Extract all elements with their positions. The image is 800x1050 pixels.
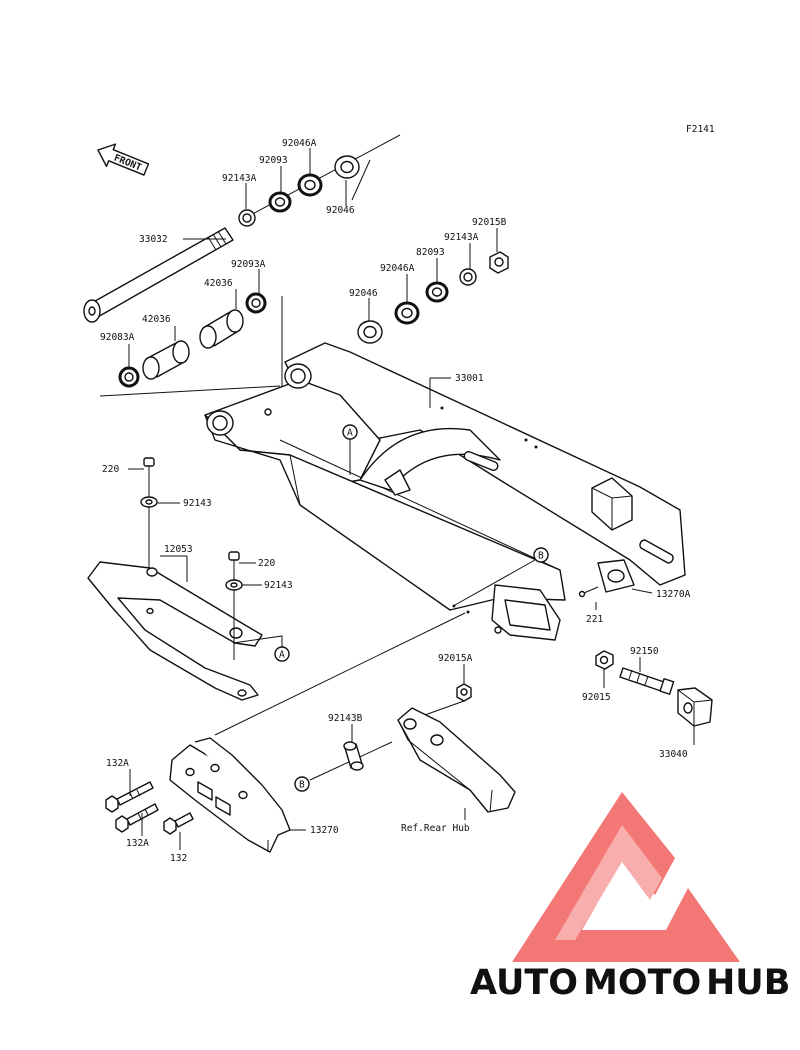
collar-92143A-top xyxy=(238,209,256,227)
label-92093-top: 92093 xyxy=(259,155,288,166)
label-92046-right: 92046 xyxy=(349,288,378,299)
swingarm-33001 xyxy=(204,342,686,641)
front-arrow-icon: FRONT xyxy=(97,143,150,176)
label-220-a: 220 xyxy=(102,464,119,475)
callout-b-lower: B xyxy=(294,776,310,792)
callout-a-lower: A xyxy=(274,646,290,662)
label-92143B: 92143B xyxy=(328,713,363,724)
explode-line-left xyxy=(99,385,281,397)
leader-lines xyxy=(128,148,695,850)
bolt-220-upper xyxy=(143,457,155,476)
explode-line-top xyxy=(244,134,401,219)
label-92093A: 92093A xyxy=(231,259,266,270)
explode-line-guide xyxy=(214,612,466,736)
spacer-82093-right xyxy=(425,281,449,303)
watermark-hub: HUB xyxy=(706,963,790,1003)
callout-a-lower-leader xyxy=(232,635,283,647)
automotohub-watermark: AUTO MOTO HUB xyxy=(470,792,790,1003)
svg-text:A: A xyxy=(279,650,285,661)
label-92143A-right: 92143A xyxy=(444,232,479,243)
chain-guide-13270 xyxy=(169,737,291,853)
watermark-moto: MOTO xyxy=(583,963,701,1003)
explode-line-92015A xyxy=(421,700,465,717)
label-82093-right: 82093 xyxy=(416,247,445,258)
pivot-shaft-33032 xyxy=(83,227,234,323)
sleeve-42036-upper xyxy=(199,309,244,349)
rear-hub-bracket xyxy=(397,707,516,813)
label-132: 132 xyxy=(170,853,187,864)
label-92015B: 92015B xyxy=(472,217,507,228)
bolt-221 xyxy=(578,586,599,598)
label-42036-b: 42036 xyxy=(142,314,171,325)
label-132A-a: 132A xyxy=(106,758,129,769)
label-92015A: 92015A xyxy=(438,653,473,664)
seal-92046A-right xyxy=(394,301,420,325)
label-92143A-top: 92143A xyxy=(222,173,257,184)
svg-text:A: A xyxy=(347,428,353,439)
explode-line-top-b xyxy=(351,159,371,201)
seal-92083A xyxy=(118,366,140,388)
part-labels: 92046A 92093 92143A 92046 33032 92093A 4… xyxy=(100,138,691,864)
label-92046A-right: 92046A xyxy=(380,263,415,274)
label-92083A: 92083A xyxy=(100,332,135,343)
collar-92143B xyxy=(343,741,364,771)
watermark-auto: AUTO xyxy=(470,963,578,1003)
svg-text:B: B xyxy=(538,551,544,562)
label-220-b: 220 xyxy=(258,558,275,569)
callout-b-upper: B xyxy=(533,547,549,563)
label-92143-a: 92143 xyxy=(183,498,212,509)
spacer-92093-top xyxy=(268,191,292,213)
svg-text:B: B xyxy=(299,780,305,791)
plate-13270A xyxy=(597,559,635,593)
diagram-code: F2141 xyxy=(686,124,715,135)
bolt-132A-lower xyxy=(115,803,159,833)
label-13270: 13270 xyxy=(310,825,339,836)
label-12053: 12053 xyxy=(164,544,193,555)
label-42036-a: 42036 xyxy=(204,278,233,289)
label-92143-b: 92143 xyxy=(264,580,293,591)
label-132A-b: 132A xyxy=(126,838,149,849)
washer-92143-upper xyxy=(140,496,158,508)
seal-82046A xyxy=(297,173,323,197)
nut-92015A xyxy=(456,683,472,702)
label-33040: 33040 xyxy=(659,749,688,760)
label-92015: 92015 xyxy=(582,692,611,703)
nut-92015 xyxy=(595,650,614,670)
seal-92093A xyxy=(245,292,267,314)
label-92046-top: 92046 xyxy=(326,205,355,216)
needle-bearing-92046-top xyxy=(334,155,360,179)
label-82046A: 92046A xyxy=(282,138,317,149)
label-33001: 33001 xyxy=(455,373,484,384)
bolt-220-lower xyxy=(228,551,240,572)
automotohub-logo-icon xyxy=(512,792,740,962)
sleeve-42036-lower xyxy=(142,340,190,380)
needle-bearing-92046-right xyxy=(357,320,383,344)
chain-slider-12053 xyxy=(87,561,263,701)
callout-a-upper: A xyxy=(342,424,358,440)
bolt-132A-upper xyxy=(105,781,154,813)
label-221: 221 xyxy=(586,614,603,625)
callout-b-leader-upper xyxy=(454,559,536,606)
label-13270A: 13270A xyxy=(656,589,691,600)
label-92150: 92150 xyxy=(630,646,659,657)
label-33032: 33032 xyxy=(139,234,168,245)
adjuster-block-33040 xyxy=(677,687,713,727)
washer-92143-lower xyxy=(225,579,243,591)
bolt-132 xyxy=(163,812,194,835)
label-ref-rear-hub: Ref.Rear Hub xyxy=(401,823,470,834)
nut-92015B xyxy=(489,251,509,274)
bolt-92150 xyxy=(619,667,675,695)
collar-92143A-right xyxy=(459,268,477,286)
